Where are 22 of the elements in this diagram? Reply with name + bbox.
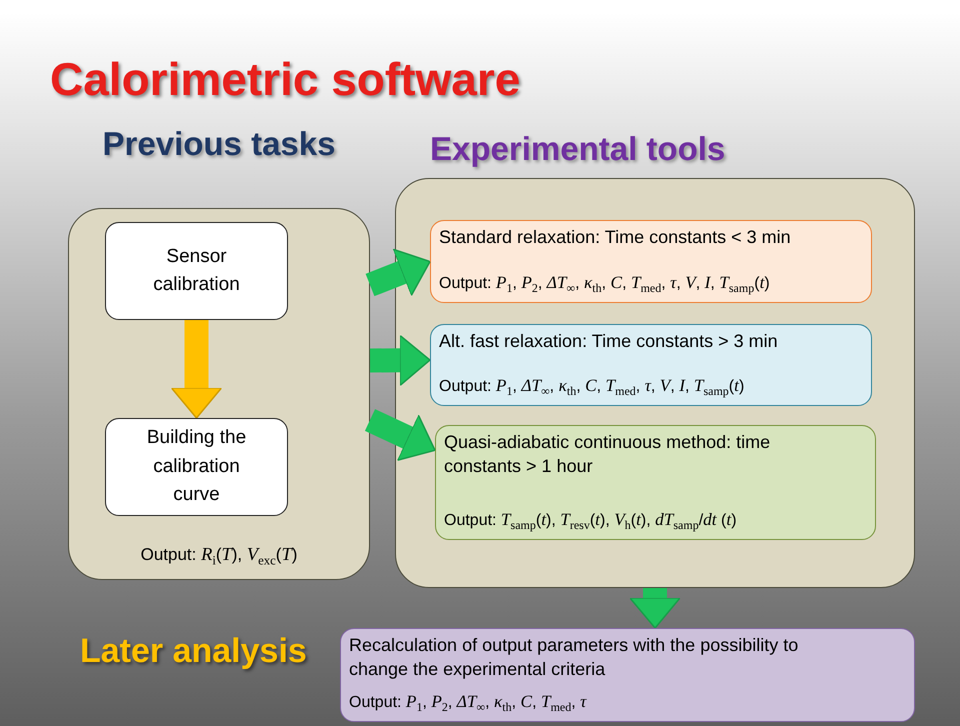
method-card — [430, 324, 872, 406]
output-text: Output: P$_{1}$, P$_{2}$, ΔT$_{∞}$, κ$_{th}$, C, T$_{med}$, τ — [349, 692, 586, 715]
section-heading: Experimental tools — [430, 130, 726, 168]
card-heading: Standard relaxation: Time constants < 3 min — [439, 226, 791, 249]
output-text: Output: R$_{i}$(T), V$_{exc}$(T) — [140, 544, 298, 568]
output-text: Output: P$_{1}$, P$_{2}$, ΔT$_{∞}$, κ$_{th}$, C, T$_{med}$, τ, V, I, T$_{samp}$(t) — [439, 272, 770, 296]
section-heading: Previous tasks — [102, 125, 336, 163]
slide-title: Calorimetric software — [50, 52, 520, 106]
method-card — [430, 220, 872, 303]
card-heading: Recalculation of output parameters with the possibility to change the experimental criteria — [349, 634, 800, 682]
block-arrow — [629, 588, 681, 629]
output-text: Output: T$_{samp}$(t), T$_{resv}$(t), V$_{h}$(t), dT$_{samp}$/dt (t) — [444, 510, 737, 533]
section-heading: Later analysis — [80, 632, 307, 671]
method-card — [340, 628, 915, 722]
method-card — [435, 425, 876, 540]
card-heading: Alt. fast relaxation: Time constants > 3 min — [439, 330, 778, 353]
process-box: Sensor calibration — [105, 222, 288, 320]
card-heading: Quasi-adiabatic continuous method: time constants > 1 hour — [444, 431, 772, 478]
process-box: Building the calibration curve — [105, 418, 288, 516]
output-text: Output: P$_{1}$, ΔT$_{∞}$, κ$_{th}$, C, T$_{med}$, τ, V, I, T$_{samp}$(t) — [439, 376, 744, 399]
block-arrow — [170, 320, 222, 419]
block-arrow — [370, 334, 431, 386]
